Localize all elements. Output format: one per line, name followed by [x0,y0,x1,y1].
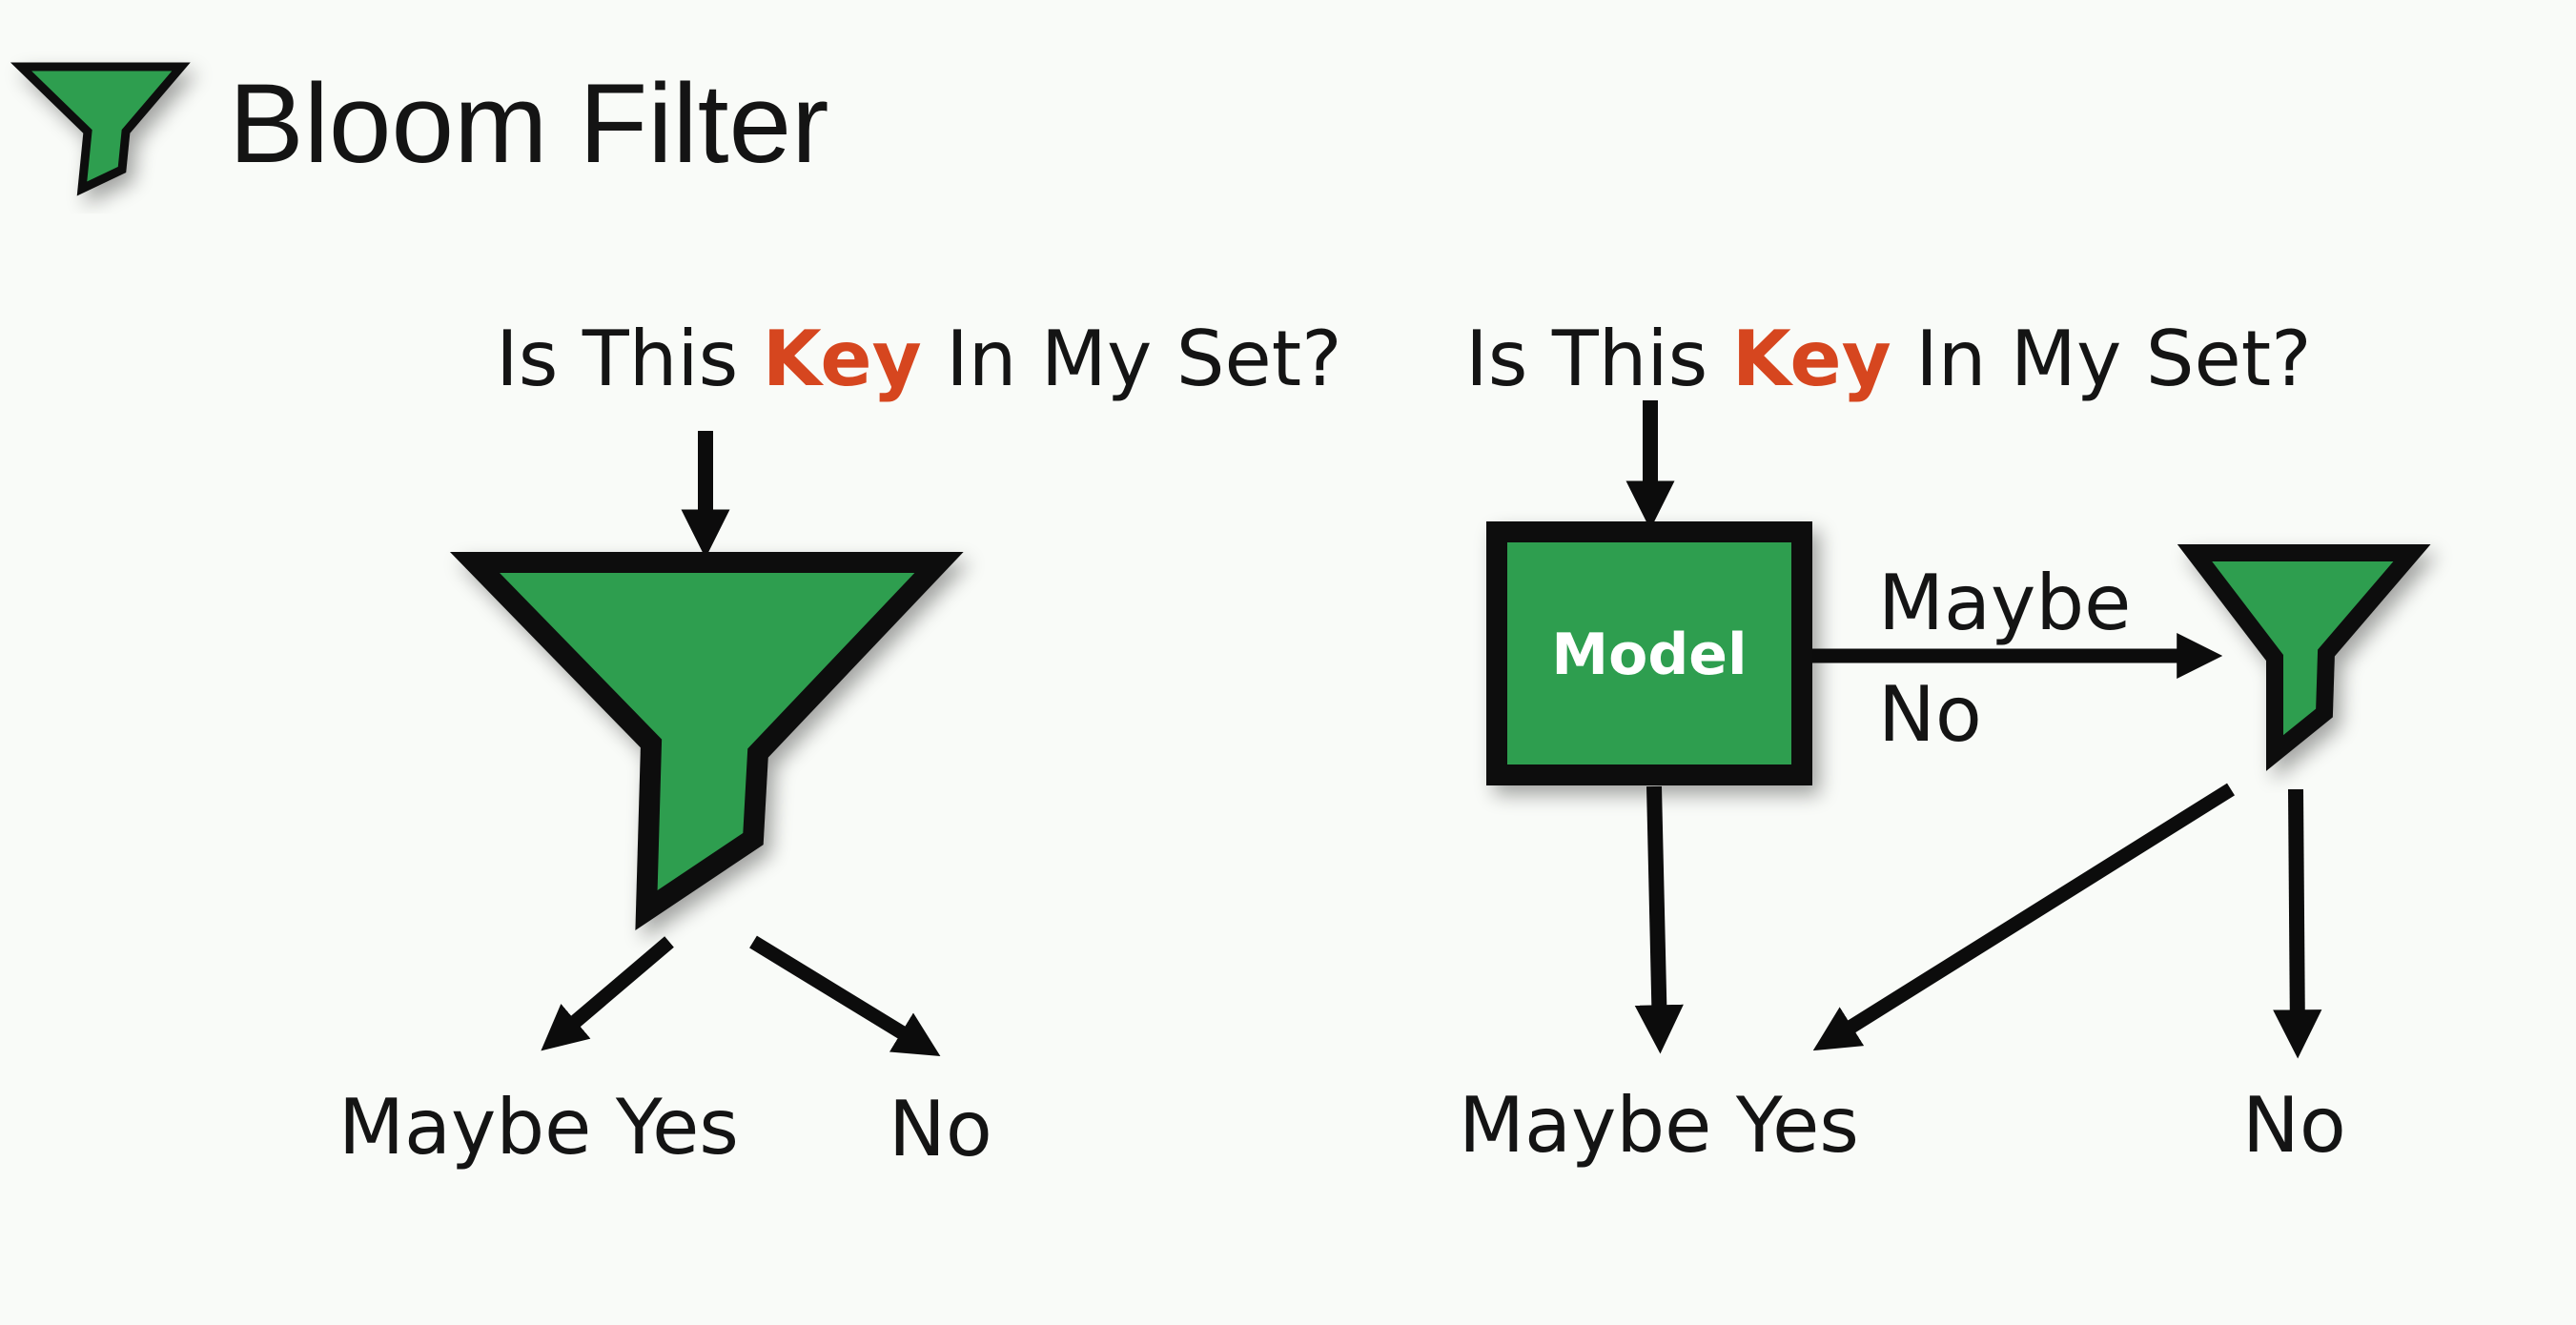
edge-label-no: No [1878,670,1982,759]
left-question-keyword: Key [763,315,922,403]
funnel-icon [10,62,191,196]
right-outcome-maybe-yes: Maybe Yes [1459,1081,1859,1170]
left-arrow-maybe-yes [541,936,674,1051]
left-funnel-icon [449,552,964,931]
model-to-maybe-yes-arrow [1634,785,1684,1054]
filter-to-no-arrow [2273,788,2322,1059]
left-arrow-no [749,935,941,1057]
page-title: Bloom Filter [229,61,828,187]
left-question-prefix: Is This [496,315,763,403]
left-question-suffix: In My Set? [922,315,1342,403]
model-label: Model [1551,622,1747,688]
right-question: Is This Key In My Set? [1344,315,2384,403]
right-question-keyword: Key [1732,315,1891,403]
right-outcome-no: No [2242,1081,2346,1170]
left-question: Is This Key In My Set? [375,315,1415,403]
edge-label-maybe: Maybe [1878,559,2131,647]
filter-to-maybe-yes-arrow [1812,783,2235,1051]
right-question-suffix: In My Set? [1891,315,2312,403]
left-outcome-maybe-yes: Maybe Yes [338,1083,739,1172]
left-outcome-no: No [889,1085,992,1173]
right-question-prefix: Is This [1465,315,1732,403]
model-box [1486,521,1812,785]
right-funnel-icon [2177,544,2431,771]
header-logo [10,62,191,196]
